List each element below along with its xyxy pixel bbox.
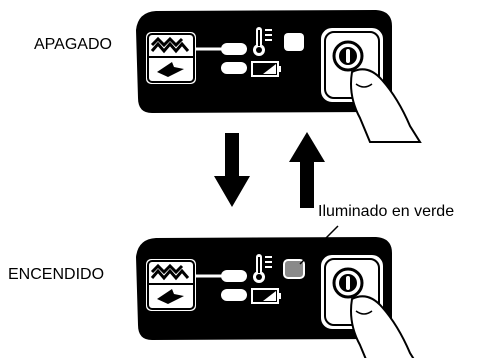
callout-line [299,225,339,265]
callout-label: Iluminado en verde [318,203,455,220]
state-on-label: ENCENDIDO [8,266,105,283]
control-panel-on [134,235,422,358]
down-arrow [214,133,250,207]
state-off-label: APAGADO [34,36,112,53]
control-panel-off [134,8,422,144]
lit-indicator [283,259,305,279]
up-arrow [289,132,325,208]
